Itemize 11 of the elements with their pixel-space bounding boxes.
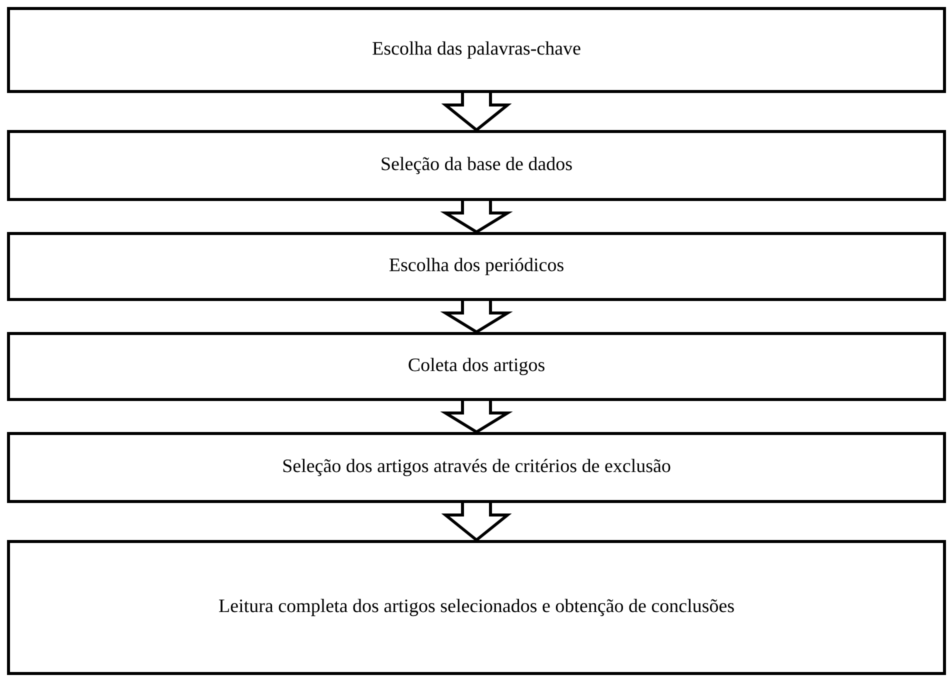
process-box: Escolha das palavras-chave bbox=[7, 7, 946, 93]
block-arrow bbox=[440, 200, 513, 234]
process-box: Leitura completa dos artigos selecionados e obtenção de conclusões bbox=[7, 540, 946, 675]
process-box: Seleção da base de dados bbox=[7, 130, 946, 201]
block-arrow bbox=[440, 300, 513, 334]
block-arrow bbox=[441, 502, 512, 542]
process-box: Escolha dos periódicos bbox=[7, 232, 946, 301]
block-arrow bbox=[440, 400, 513, 434]
block-arrow bbox=[441, 92, 512, 132]
process-box: Coleta dos artigos bbox=[7, 332, 946, 401]
process-box: Seleção dos artigos através de critérios de exclusão bbox=[7, 432, 946, 503]
